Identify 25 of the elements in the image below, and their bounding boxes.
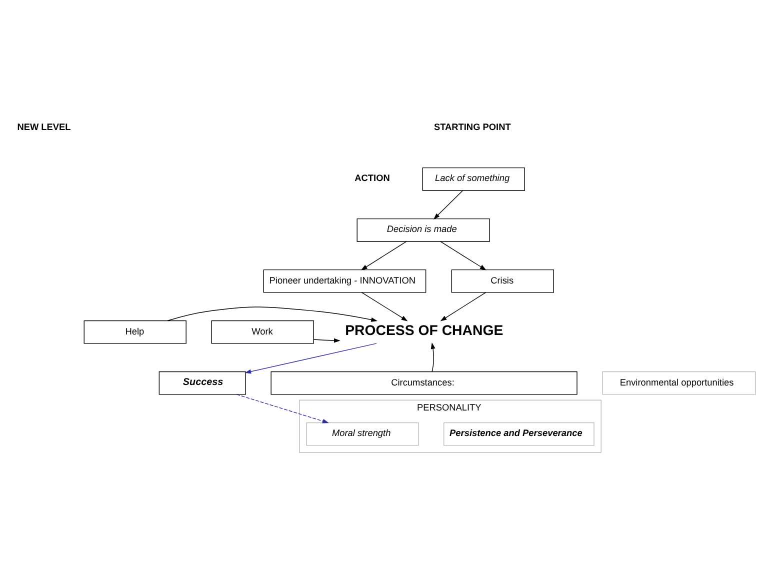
label: NEW LEVEL (17, 121, 71, 132)
node-text: PROCESS OF CHANGE (345, 322, 504, 338)
node-box: Moral strength (306, 422, 419, 446)
node-box: Lack of something (422, 166, 525, 190)
arrow (433, 190, 464, 219)
arrow (361, 292, 408, 321)
arrow (440, 292, 486, 321)
node-box: Work (211, 320, 314, 344)
node-box: Decision is made (356, 218, 490, 242)
arrow (167, 306, 378, 322)
arrow (236, 394, 329, 423)
arrow (440, 240, 486, 270)
node-box: Circumstances: (270, 370, 578, 394)
arrow (244, 342, 377, 374)
arrow (313, 338, 340, 342)
node-box: Crisis (451, 268, 554, 292)
label: ACTION (354, 172, 390, 182)
node-box: Success (158, 370, 246, 394)
arrow (430, 342, 436, 372)
node-box: Persistence and Perseverance (444, 422, 594, 446)
node-box: Environmental opportunities (602, 370, 756, 394)
node-box: Help (84, 320, 186, 344)
label: STARTING POINT (434, 121, 511, 132)
arrow (360, 240, 407, 270)
node-box: Pioneer undertaking - INNOVATION (263, 268, 426, 292)
